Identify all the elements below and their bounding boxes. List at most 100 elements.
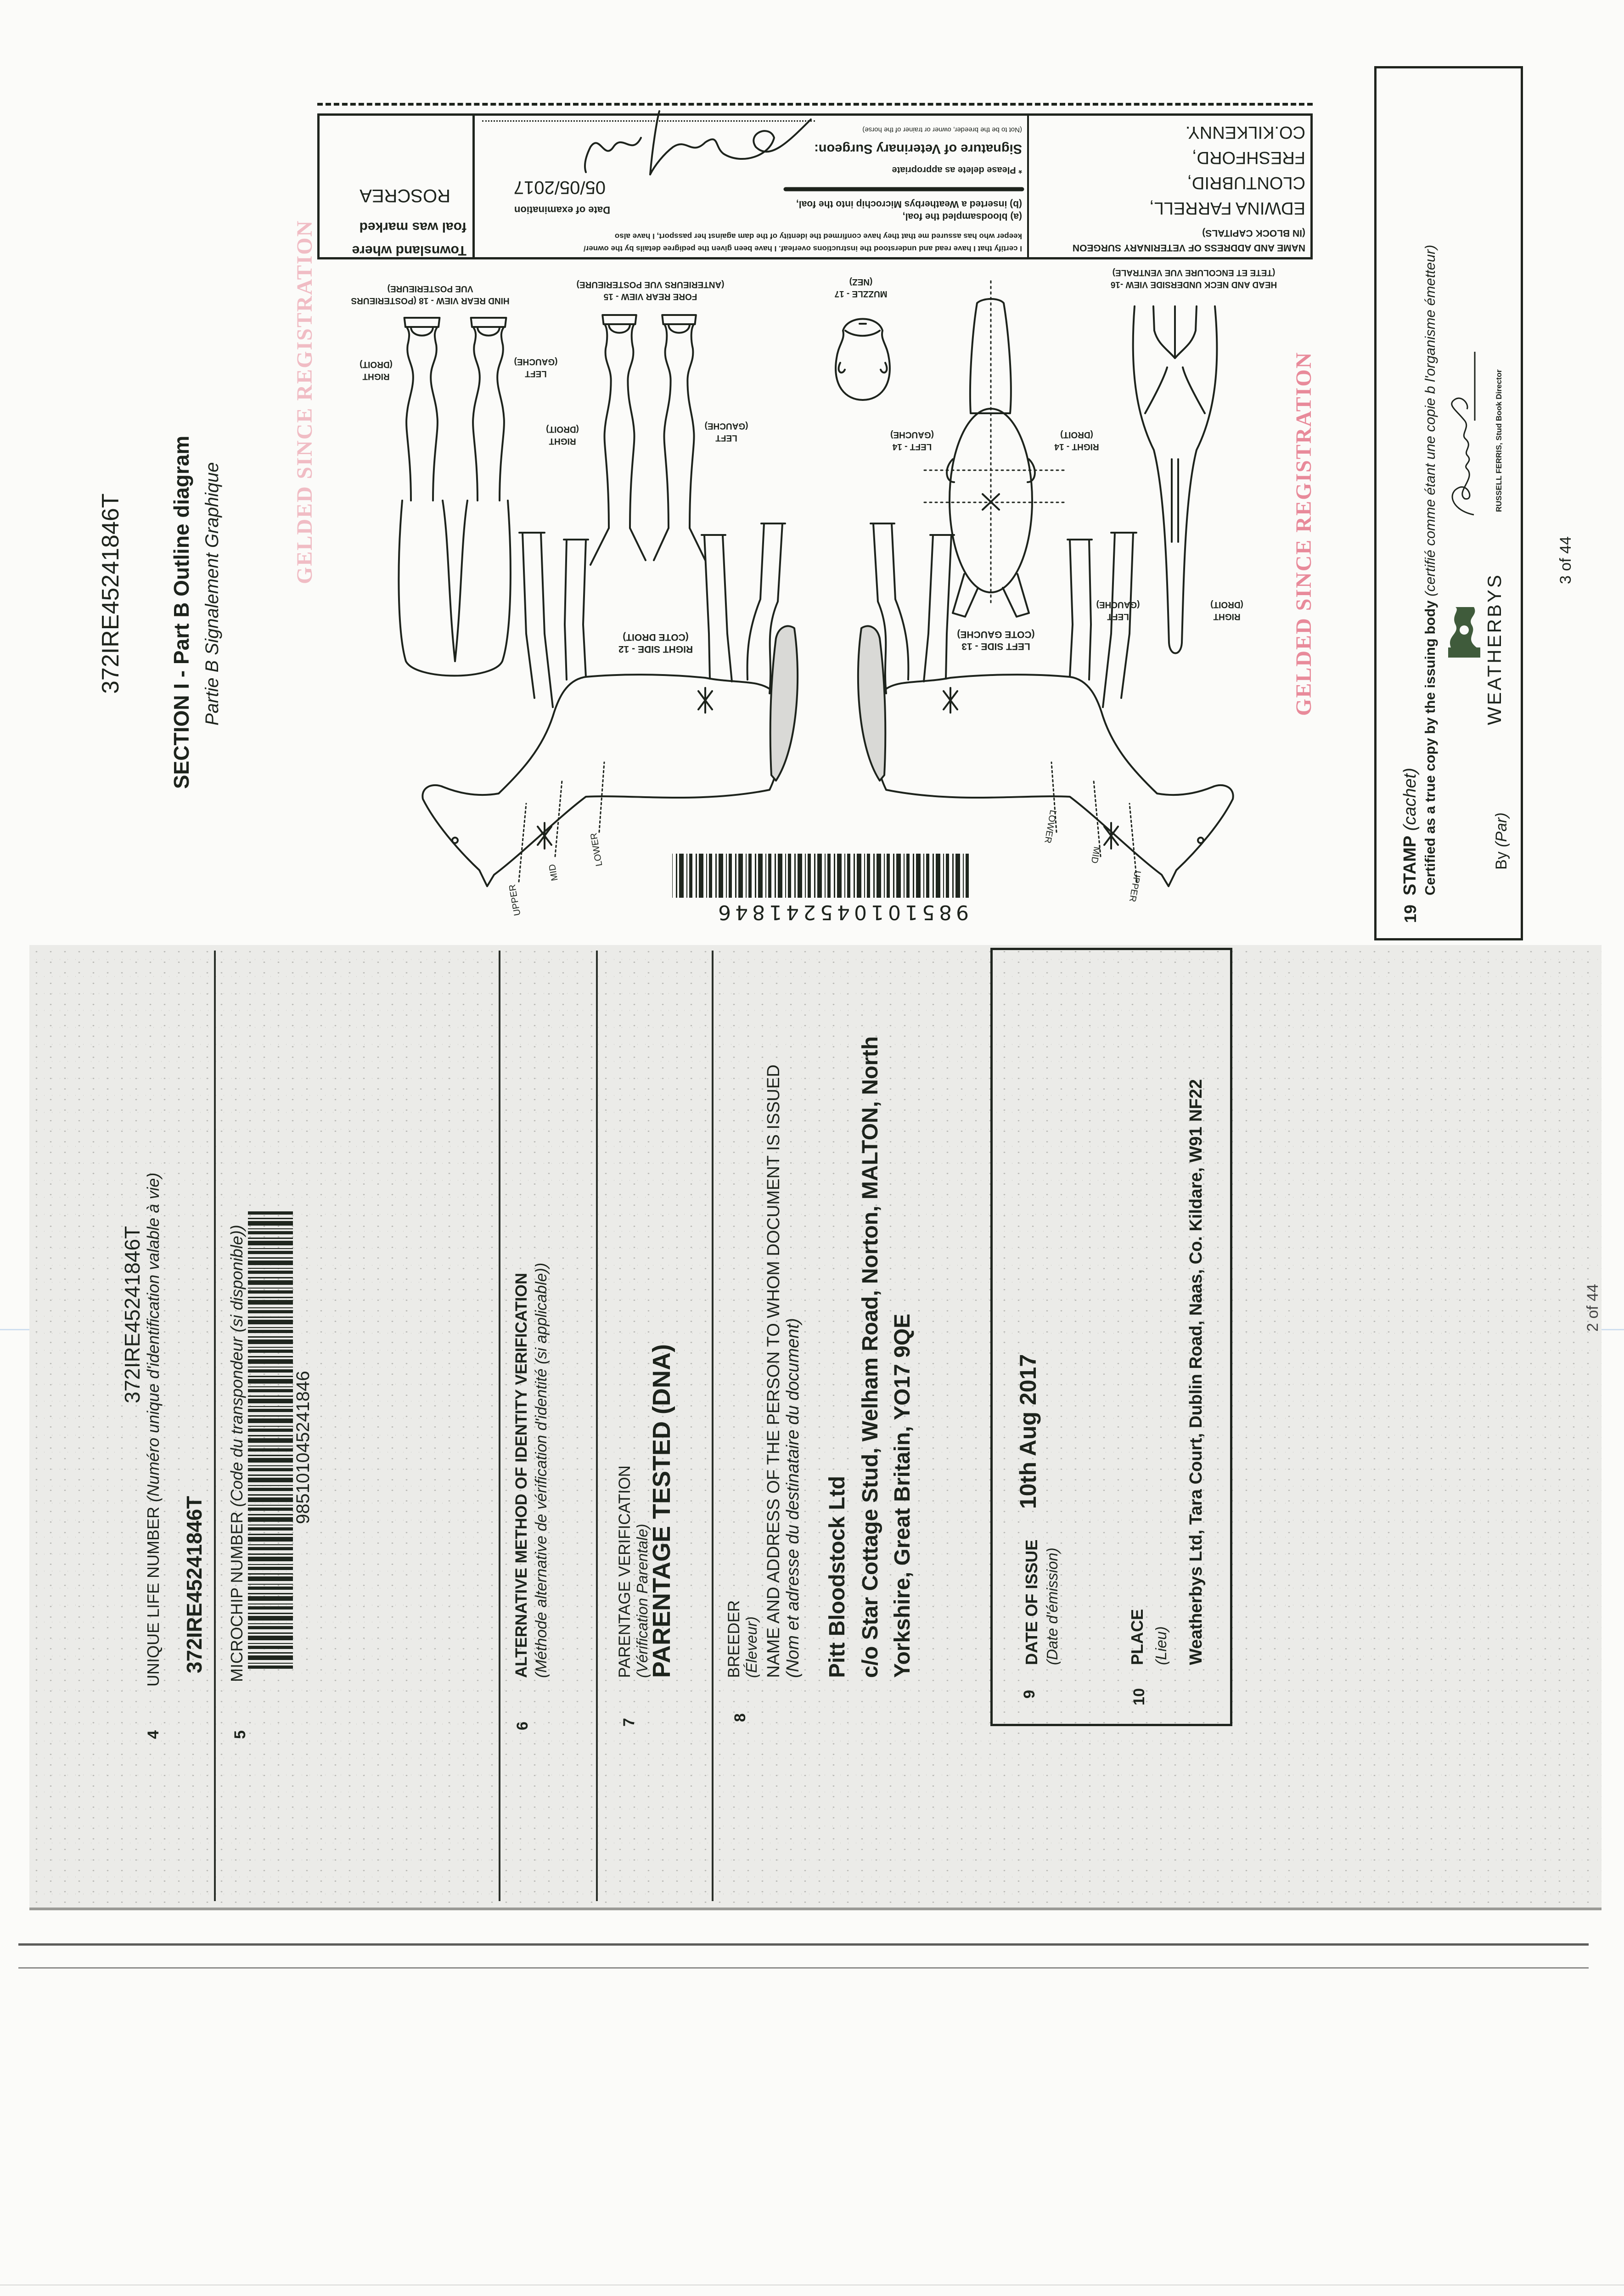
townsland-label: foal was marked bbox=[359, 219, 466, 235]
diagram-barcode-number: 985101045241846 bbox=[714, 900, 969, 924]
section-7-label: PARENTAGE VERIFICATION bbox=[616, 1465, 634, 1678]
section-6-number: 6 bbox=[514, 1722, 531, 1730]
certification-line: I certify that I have read and understoo… bbox=[583, 244, 1022, 253]
stud-book-director-signature bbox=[1451, 352, 1476, 516]
date-of-examination-value: 05/05/2017 bbox=[513, 177, 606, 197]
divider bbox=[499, 951, 500, 1901]
section-5-label: MICROCHIP NUMBER (Code du transpondeur (… bbox=[227, 1225, 246, 1682]
perforation-dashed-line bbox=[317, 103, 1313, 106]
left-side-label-line: (COTE GAUCHE) bbox=[957, 629, 1035, 640]
date-of-issue-value: 10th Aug 2017 bbox=[1015, 1354, 1041, 1509]
head-underside-outline bbox=[1132, 305, 1218, 654]
vet-signature-note: (Not to be the breeder, owner or trainer… bbox=[862, 126, 1022, 134]
label-right: RIGHT bbox=[1213, 612, 1241, 621]
section-subtitle: Partie B Signalement Graphique bbox=[202, 462, 222, 726]
divider bbox=[214, 951, 216, 1901]
label-gauche: (GAUCHE) bbox=[704, 421, 748, 431]
fore-right-label: RIGHT(DROIT) bbox=[544, 423, 581, 447]
muzzle-label-line: (NEZ) bbox=[849, 277, 873, 287]
section-5-label-en: MICROCHIP NUMBER bbox=[227, 1511, 246, 1682]
section-6-label: ALTERNATIVE METHOD OF IDENTITY VERIFICAT… bbox=[512, 1272, 530, 1678]
horse-leg-outline bbox=[870, 523, 910, 694]
stamp-label: STAMP (cachet) bbox=[1400, 767, 1420, 895]
certification-option-b: (b) inserted a Weatherbys Microchip into… bbox=[796, 199, 1022, 209]
fore-view-leg-outline bbox=[603, 323, 635, 529]
label-left: LEFT bbox=[525, 369, 547, 378]
divider bbox=[596, 951, 598, 1901]
horse-leg-outline bbox=[1067, 539, 1093, 681]
certified-copy-fr: (certifié comme étant une copie b l'orga… bbox=[1422, 245, 1438, 597]
stamp-label-fr: (cachet) bbox=[1400, 767, 1420, 831]
right-page-number: 3 of 44 bbox=[1557, 536, 1574, 584]
right-side-horse-drawing bbox=[421, 523, 799, 887]
label-gauche: (GAUCHE) bbox=[890, 430, 934, 439]
fore-view-label-line: FORE REAR VIEW - 15 bbox=[603, 292, 697, 301]
label-right: RIGHT bbox=[362, 371, 390, 381]
hind-view-rump-outline bbox=[398, 500, 511, 677]
label-droit: (DROIT) bbox=[1060, 430, 1093, 439]
vet-signature-label: Signature of Veterinary Surgeon: bbox=[814, 141, 1022, 156]
unique-life-number-value: 372IRE45241846T bbox=[182, 1496, 206, 1673]
date-of-examination-label: Date of examination bbox=[514, 204, 610, 216]
date-of-issue-label-fr: (Date d'émission) bbox=[1044, 1548, 1061, 1665]
horse-leg-outline bbox=[518, 532, 554, 708]
left-page-number: 2 of 44 bbox=[1584, 1284, 1602, 1332]
hind-view-label-line: HIND REAR VIEW - 18 (POSTERIEURS bbox=[351, 296, 510, 305]
microchip-number-value: 985101045241846 bbox=[293, 1371, 313, 1524]
section-19-number: 19 bbox=[1401, 904, 1420, 923]
right-side-label-line: RIGHT SIDE - 12 bbox=[618, 644, 693, 654]
fore-view-chest-outline bbox=[590, 527, 706, 566]
vet-name-divider bbox=[1027, 113, 1029, 259]
whorl-mark bbox=[943, 687, 958, 714]
delete-note: * Please delete as appropriate bbox=[892, 165, 1022, 175]
place-value: Weatherbys Ltd, Tara Court, Dublin Road,… bbox=[1186, 1079, 1206, 1665]
section-4-label-en: UNIQUE LIFE NUMBER bbox=[144, 1506, 163, 1687]
date-of-issue-label: DATE OF ISSUE bbox=[1022, 1539, 1041, 1665]
hind-view-leg-outline bbox=[472, 326, 505, 501]
horse-body-outline bbox=[421, 674, 781, 887]
hoof-outline bbox=[470, 317, 507, 337]
label-gauche: (GAUCHE) bbox=[514, 357, 558, 366]
diagram-barcode bbox=[672, 854, 969, 898]
neck-marker-dotted bbox=[1051, 761, 1138, 883]
section-9-number: 9 bbox=[1021, 1690, 1038, 1699]
label-left: LEFT bbox=[1107, 612, 1129, 621]
horse-leg-outline bbox=[746, 523, 786, 694]
horse-eye bbox=[451, 837, 459, 844]
outline-diagram: NAME AND ADDRESS OF VETERINARY SURGEON (… bbox=[250, 88, 1366, 955]
certification-line: keeper who has assured me that they have… bbox=[614, 232, 1022, 241]
muzzle-label-line: MUZZLE - 17 bbox=[834, 289, 888, 298]
townsland-value: ROSCREA bbox=[360, 186, 450, 206]
by-label-en: By bbox=[1493, 851, 1510, 870]
top-view-guide-dotted bbox=[920, 279, 1065, 603]
head-neck-label: HEAD AND NECK UNDERSIDE VIEW -16 (TETE E… bbox=[1101, 266, 1287, 290]
scanner-edge-line bbox=[18, 1943, 1589, 1946]
certification-option-a: (a) bloodsampled the foal, bbox=[902, 211, 1022, 222]
hind-view-tail-outline bbox=[442, 500, 468, 662]
whorl-mark bbox=[537, 822, 552, 850]
by-label-fr: (Par) bbox=[1493, 812, 1510, 847]
vet-address-line: CO.KILKENNY. bbox=[1185, 123, 1305, 142]
section-10-number: 10 bbox=[1130, 1688, 1148, 1705]
scanner-edge-line bbox=[18, 1967, 1589, 1969]
horse-tail-outline bbox=[769, 625, 799, 782]
signature-dotted-line bbox=[482, 120, 815, 122]
whorl-mark bbox=[1103, 822, 1119, 850]
right-side-label: RIGHT SIDE - 12 (COTE DROIT) bbox=[610, 631, 702, 655]
horse-leg-outline bbox=[563, 539, 589, 681]
weatherbys-wordmark: WEATHERBYS bbox=[1484, 573, 1505, 725]
hind-view-label-line: VUE POSTERIEURE) bbox=[387, 284, 473, 293]
horse-leg-outline bbox=[701, 534, 733, 682]
horse-leg-outline bbox=[1102, 532, 1137, 708]
section-4-number: 4 bbox=[145, 1730, 162, 1739]
divider bbox=[712, 951, 714, 1901]
by-label: By (Par) bbox=[1493, 812, 1510, 870]
certified-copy-text: Certified as a true copy by the issuing … bbox=[1422, 245, 1438, 895]
vet-address-line: CLONTUBRID, bbox=[1187, 173, 1305, 192]
head-neck-label-line: HEAD AND NECK UNDERSIDE VIEW -16 bbox=[1110, 280, 1277, 289]
fore-view-label: FORE REAR VIEW - 15 (ANTERIEURS VUE POST… bbox=[566, 278, 735, 302]
label-droit: (DROIT) bbox=[1210, 600, 1243, 609]
neck-marker-dotted bbox=[518, 761, 605, 883]
top-view-head-outline bbox=[969, 298, 1012, 414]
whorl-mark bbox=[697, 687, 713, 714]
